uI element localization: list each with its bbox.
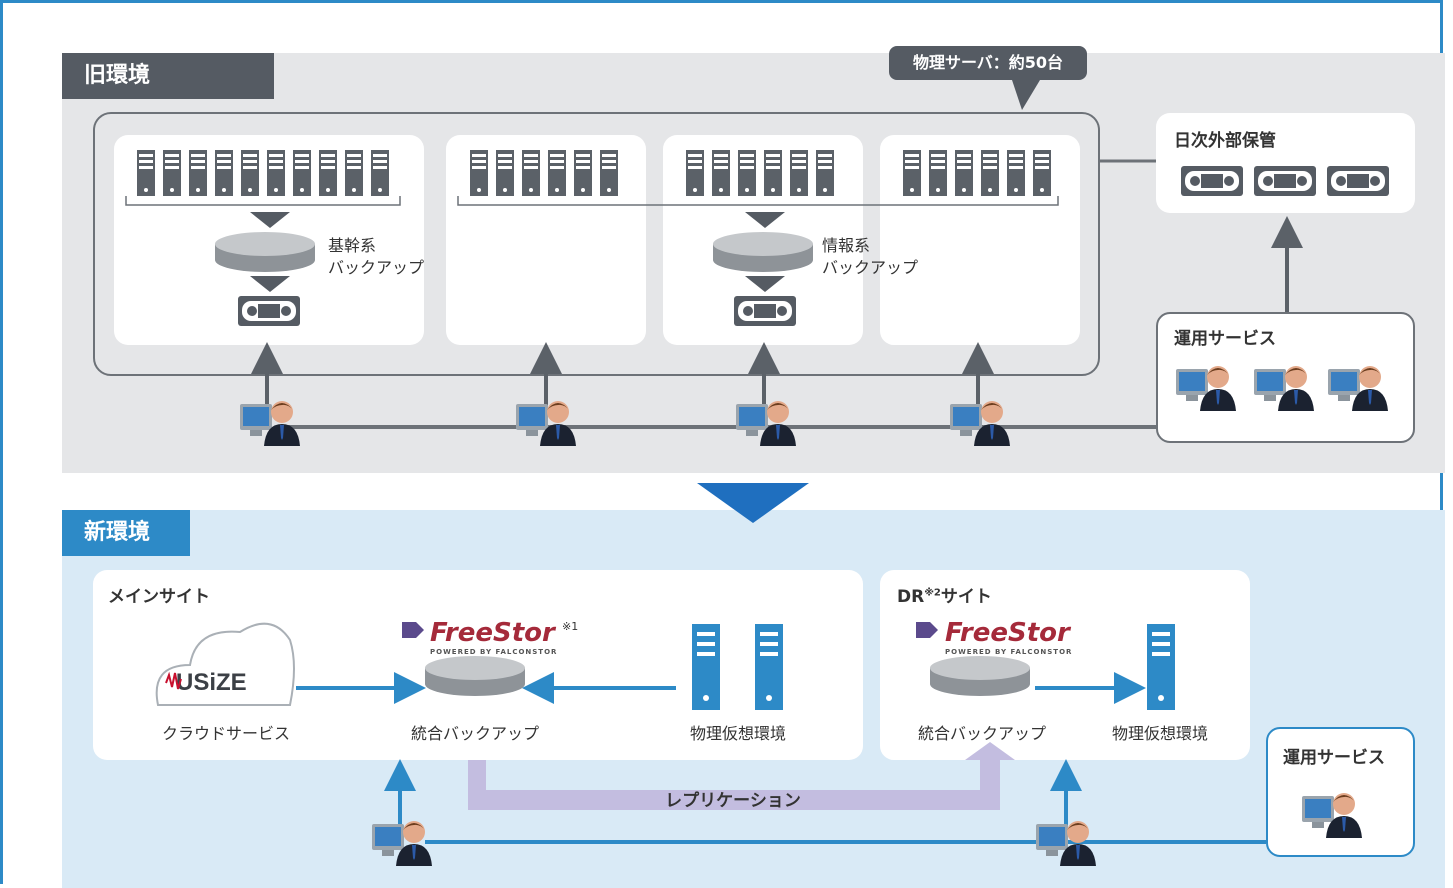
info-backup-label-2: バックアップ (822, 258, 919, 277)
cloud-service-label: クラウドサービス (162, 724, 291, 743)
dr-physical-virtual-label: 物理仮想環境 (1112, 724, 1209, 743)
physical-server-callout: 物理サーバ：約50台 (889, 46, 1087, 80)
info-backup-label-1: 情報系 (822, 236, 871, 255)
server-group-frame (93, 112, 1100, 376)
transition-arrow (697, 483, 809, 523)
dr-integrated-backup-label: 統合バックアップ (918, 724, 1047, 743)
servers-group-4 (903, 150, 1051, 196)
old-ops-service-label: 運用サービス (1174, 329, 1276, 349)
servers-group-2 (470, 150, 618, 196)
old-environment-tab: 旧環境 (62, 53, 274, 99)
usize-logo: USiZE (176, 669, 247, 696)
core-servers (137, 150, 389, 196)
offsite-storage-panel (1156, 113, 1415, 213)
info-servers (686, 150, 834, 196)
new-environment-tab: 新環境 (62, 510, 190, 556)
main-site-label: メインサイト (108, 587, 210, 607)
core-backup-label-1: 基幹系 (328, 236, 377, 255)
freestor-note-mark: ※1 (562, 620, 579, 633)
core-backup-label-2: バックアップ (328, 258, 425, 277)
new-ops-service-label: 運用サービス (1283, 748, 1385, 768)
dr-note-mark: ※2 (924, 587, 941, 599)
main-physical-virtual-label: 物理仮想環境 (690, 724, 787, 743)
dr-site-label: DR※2サイト (897, 587, 992, 607)
replication-label: レプリケーション (665, 791, 801, 811)
main-integrated-backup-label: 統合バックアップ (411, 724, 540, 743)
offsite-storage-label: 日次外部保管 (1174, 131, 1276, 151)
